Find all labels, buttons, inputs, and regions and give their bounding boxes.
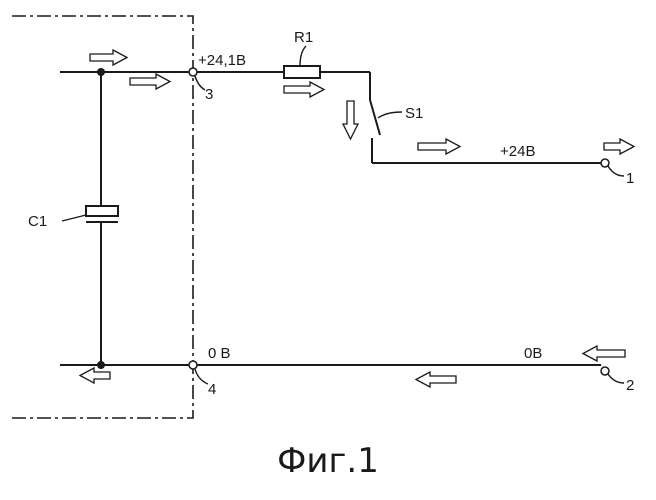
flow-arrow-terminal-1 [604, 139, 634, 154]
flow-arrow-output [418, 139, 460, 154]
label-s1: S1 [405, 105, 423, 122]
terminal-2 [601, 367, 609, 375]
capacitor-c1-plate [86, 206, 118, 216]
leader-r1 [300, 46, 306, 66]
label-r1: R1 [294, 29, 313, 46]
label-voltage-output: +24В [500, 143, 535, 160]
label-c1: C1 [28, 213, 47, 230]
flow-arrow-s1-down [343, 101, 358, 139]
junction-dot-top [97, 68, 105, 76]
leader-s1 [378, 112, 402, 118]
label-terminal-2: 2 [626, 377, 634, 394]
leader-3 [195, 76, 205, 90]
leader-1 [608, 166, 624, 176]
label-terminal-1: 1 [626, 170, 634, 187]
flow-arrow-terminal-2 [583, 346, 625, 361]
resistor-r1 [284, 66, 320, 78]
flow-arrow-top-mid [130, 74, 170, 89]
leader-2 [608, 374, 624, 383]
flow-arrow-r1 [284, 82, 324, 97]
leader-4 [195, 369, 208, 384]
terminal-1 [601, 159, 609, 167]
label-voltage-node3: +24,1В [198, 52, 246, 69]
figure-caption: Фиг.1 [277, 441, 379, 481]
terminal-3 [189, 68, 197, 76]
label-voltage-node4: 0 В [208, 345, 231, 362]
terminal-4 [189, 361, 197, 369]
flow-arrow-top-left [90, 50, 127, 65]
c1-leader [62, 215, 86, 221]
flow-arrow-bottom-mid [416, 372, 456, 387]
label-terminal-3: 3 [205, 86, 213, 103]
junction-dot-bottom [97, 361, 105, 369]
label-terminal-4: 4 [208, 381, 216, 398]
flow-arrow-bottom-left [80, 368, 110, 383]
label-voltage-right: 0В [524, 345, 542, 362]
